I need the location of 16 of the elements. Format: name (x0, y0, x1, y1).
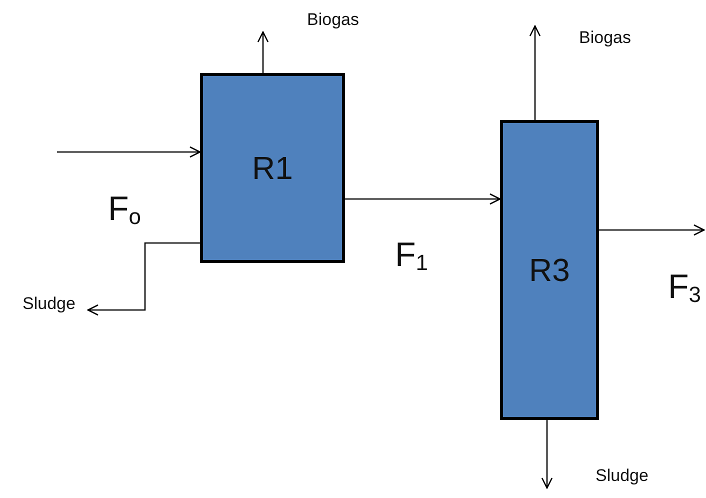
stream-label: Biogas (296, 8, 370, 32)
arrow (257, 31, 269, 73)
arrow (541, 420, 553, 489)
edge-label: F$_{o}$ (108, 192, 142, 228)
stream-label: Biogas (568, 26, 642, 50)
arrow (529, 25, 541, 120)
stream-label: Sludge (583, 464, 661, 488)
reactor-box: R3 (500, 120, 599, 420)
edge-label: F$_{3}$ (668, 270, 702, 306)
stream-label: Sludge (10, 292, 88, 316)
arrow (87, 242, 200, 316)
arrow (345, 193, 501, 205)
edge-label: F$_{1}$ (395, 238, 428, 274)
arrow (57, 146, 201, 158)
arrow (599, 224, 705, 236)
reactor-box: R1 (200, 73, 345, 263)
